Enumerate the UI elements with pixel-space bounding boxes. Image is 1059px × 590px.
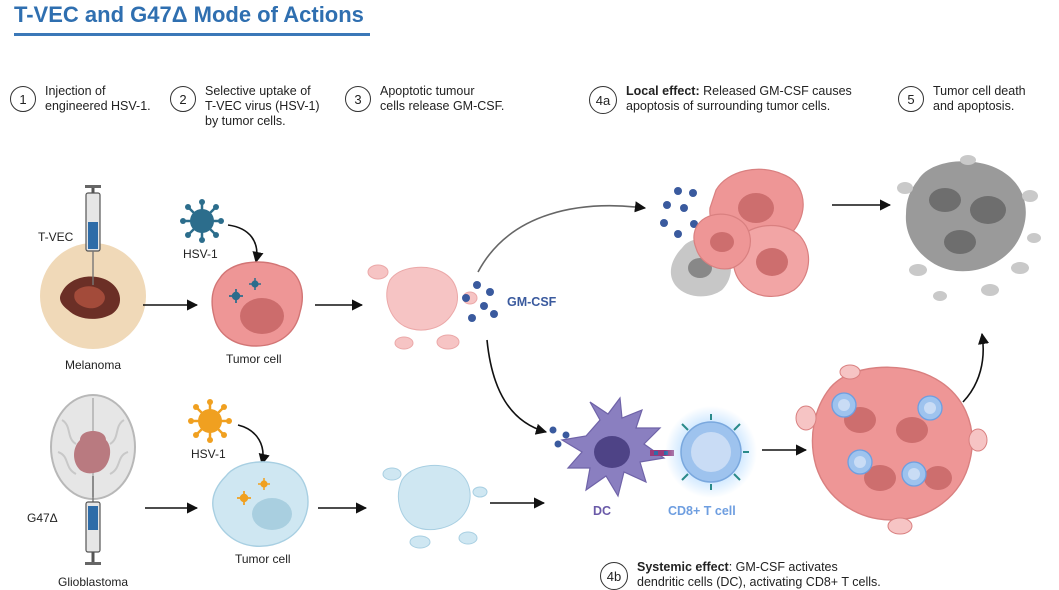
hsv1-top-label: HSV-1 <box>183 247 218 261</box>
step-3-text: Apoptotic tumour cells release GM-CSF. <box>380 84 505 113</box>
step-4a-bold: Local effect: <box>626 84 700 98</box>
brain-icon <box>50 394 136 500</box>
step-5-text: Tumor cell death and apoptosis. <box>933 84 1026 113</box>
step-4a-text: Local effect: Released GM-CSF causes apo… <box>626 84 852 114</box>
melanoma-lesion-icon <box>40 243 146 349</box>
g47-label: G47Δ <box>27 511 58 525</box>
hsv1-virus-bottom-icon <box>188 399 232 443</box>
tumor-cell-top <box>211 261 303 347</box>
melanoma-label: Melanoma <box>65 358 122 372</box>
step-1-text: Injection of engineered HSV-1. <box>45 84 151 113</box>
syringe-top-icon <box>85 185 101 285</box>
figure-title: T-VEC and G47Δ Mode of Actions <box>14 2 364 27</box>
step-1: 1 Injection of engineered HSV-1. <box>10 84 151 114</box>
step-4b-number: 4b <box>600 562 628 590</box>
step-3: 3 Apoptotic tumour cells release GM-CSF. <box>345 84 505 114</box>
local-effect-tumor-cluster <box>660 168 810 297</box>
systemic-tumor-cluster <box>795 364 988 535</box>
gmcsf-molecules <box>462 281 498 322</box>
step-5-number: 5 <box>898 86 924 112</box>
step-2-number: 2 <box>170 86 196 112</box>
tumor-cell-bottom-label: Tumor cell <box>235 552 291 566</box>
apoptotic-cell-blue <box>382 464 488 549</box>
step-4b: 4b Systemic effect: GM-CSF activates den… <box>600 560 881 590</box>
tumor-cell-bottom <box>212 461 309 547</box>
step-3-number: 3 <box>345 86 371 112</box>
step-4b-bold: Systemic effect <box>637 560 729 574</box>
step-4a-number: 4a <box>589 86 617 114</box>
glioblastoma-label: Glioblastoma <box>58 575 129 589</box>
dc-label: DC <box>593 504 612 518</box>
tvec-label: T-VEC <box>38 230 74 244</box>
cd8-t-cell-label: CD8+ T cell <box>668 504 736 518</box>
dendritic-cell <box>549 396 666 498</box>
step-1-number: 1 <box>10 86 36 112</box>
tumor-cell-top-label: Tumor cell <box>226 352 282 366</box>
step-5: 5 Tumor cell death and apoptosis. <box>898 84 1026 114</box>
apoptotic-cell-pink <box>367 264 478 350</box>
cd8-t-cell <box>665 406 757 498</box>
step-2: 2 Selective uptake of T-VEC virus (HSV-1… <box>170 84 320 129</box>
syringe-bottom-icon <box>85 476 101 565</box>
step-4b-body: : GM-CSF activates dendritic cells (DC),… <box>637 560 881 589</box>
title-underline <box>14 33 370 36</box>
step-4a: 4a Local effect: Released GM-CSF causes … <box>589 84 852 114</box>
step-4a-body: Released GM-CSF causes apoptosis of surr… <box>626 84 852 113</box>
hsv1-bottom-label: HSV-1 <box>191 447 226 461</box>
step-4b-text: Systemic effect: GM-CSF activates dendri… <box>637 560 881 590</box>
step-2-text: Selective uptake of T-VEC virus (HSV-1) … <box>205 84 320 128</box>
gmcsf-label: GM-CSF <box>507 295 557 309</box>
dead-cell-cluster <box>897 155 1041 301</box>
hsv1-virus-top-icon <box>180 199 224 243</box>
